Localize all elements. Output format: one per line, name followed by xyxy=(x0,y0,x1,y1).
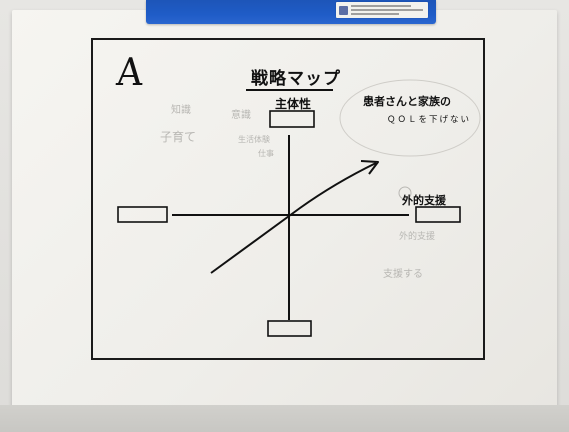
faint-circle xyxy=(398,186,412,200)
label-line xyxy=(351,5,411,7)
label-lines xyxy=(351,5,423,15)
arrow-head-icon xyxy=(360,160,379,175)
table-edge xyxy=(0,405,569,432)
paper-sheet xyxy=(12,10,557,415)
right-box xyxy=(415,206,461,223)
corner-letter: A xyxy=(115,50,145,94)
goal-note-line1: 患者さんと家族の xyxy=(363,95,451,108)
label-line xyxy=(351,13,399,15)
strategy-map-frame xyxy=(91,38,485,360)
label-line xyxy=(351,9,423,11)
faint-note: 子育て xyxy=(160,130,197,144)
faint-note: 外的支援 xyxy=(399,232,436,242)
faint-note: 生活体験 xyxy=(238,135,270,144)
top-box xyxy=(269,110,315,128)
faint-note: 仕事 xyxy=(258,149,274,158)
goal-ellipse xyxy=(339,79,481,157)
faint-note: 支援する xyxy=(383,269,423,280)
right-axis-label: 外的支援 xyxy=(402,194,446,207)
faint-note: 知識 xyxy=(171,105,191,116)
bottom-box xyxy=(267,320,312,337)
left-box xyxy=(117,206,168,223)
title-underline xyxy=(246,89,333,91)
faint-note: 意識 xyxy=(231,110,251,121)
label-icon xyxy=(339,5,348,15)
diagonal-arrow xyxy=(210,162,377,274)
goal-note-line2: ＱＯＬを下げない xyxy=(387,115,472,125)
map-title: 戦略マップ xyxy=(251,69,341,89)
folder-label xyxy=(336,2,428,18)
top-axis-label: 主体性 xyxy=(275,97,312,111)
